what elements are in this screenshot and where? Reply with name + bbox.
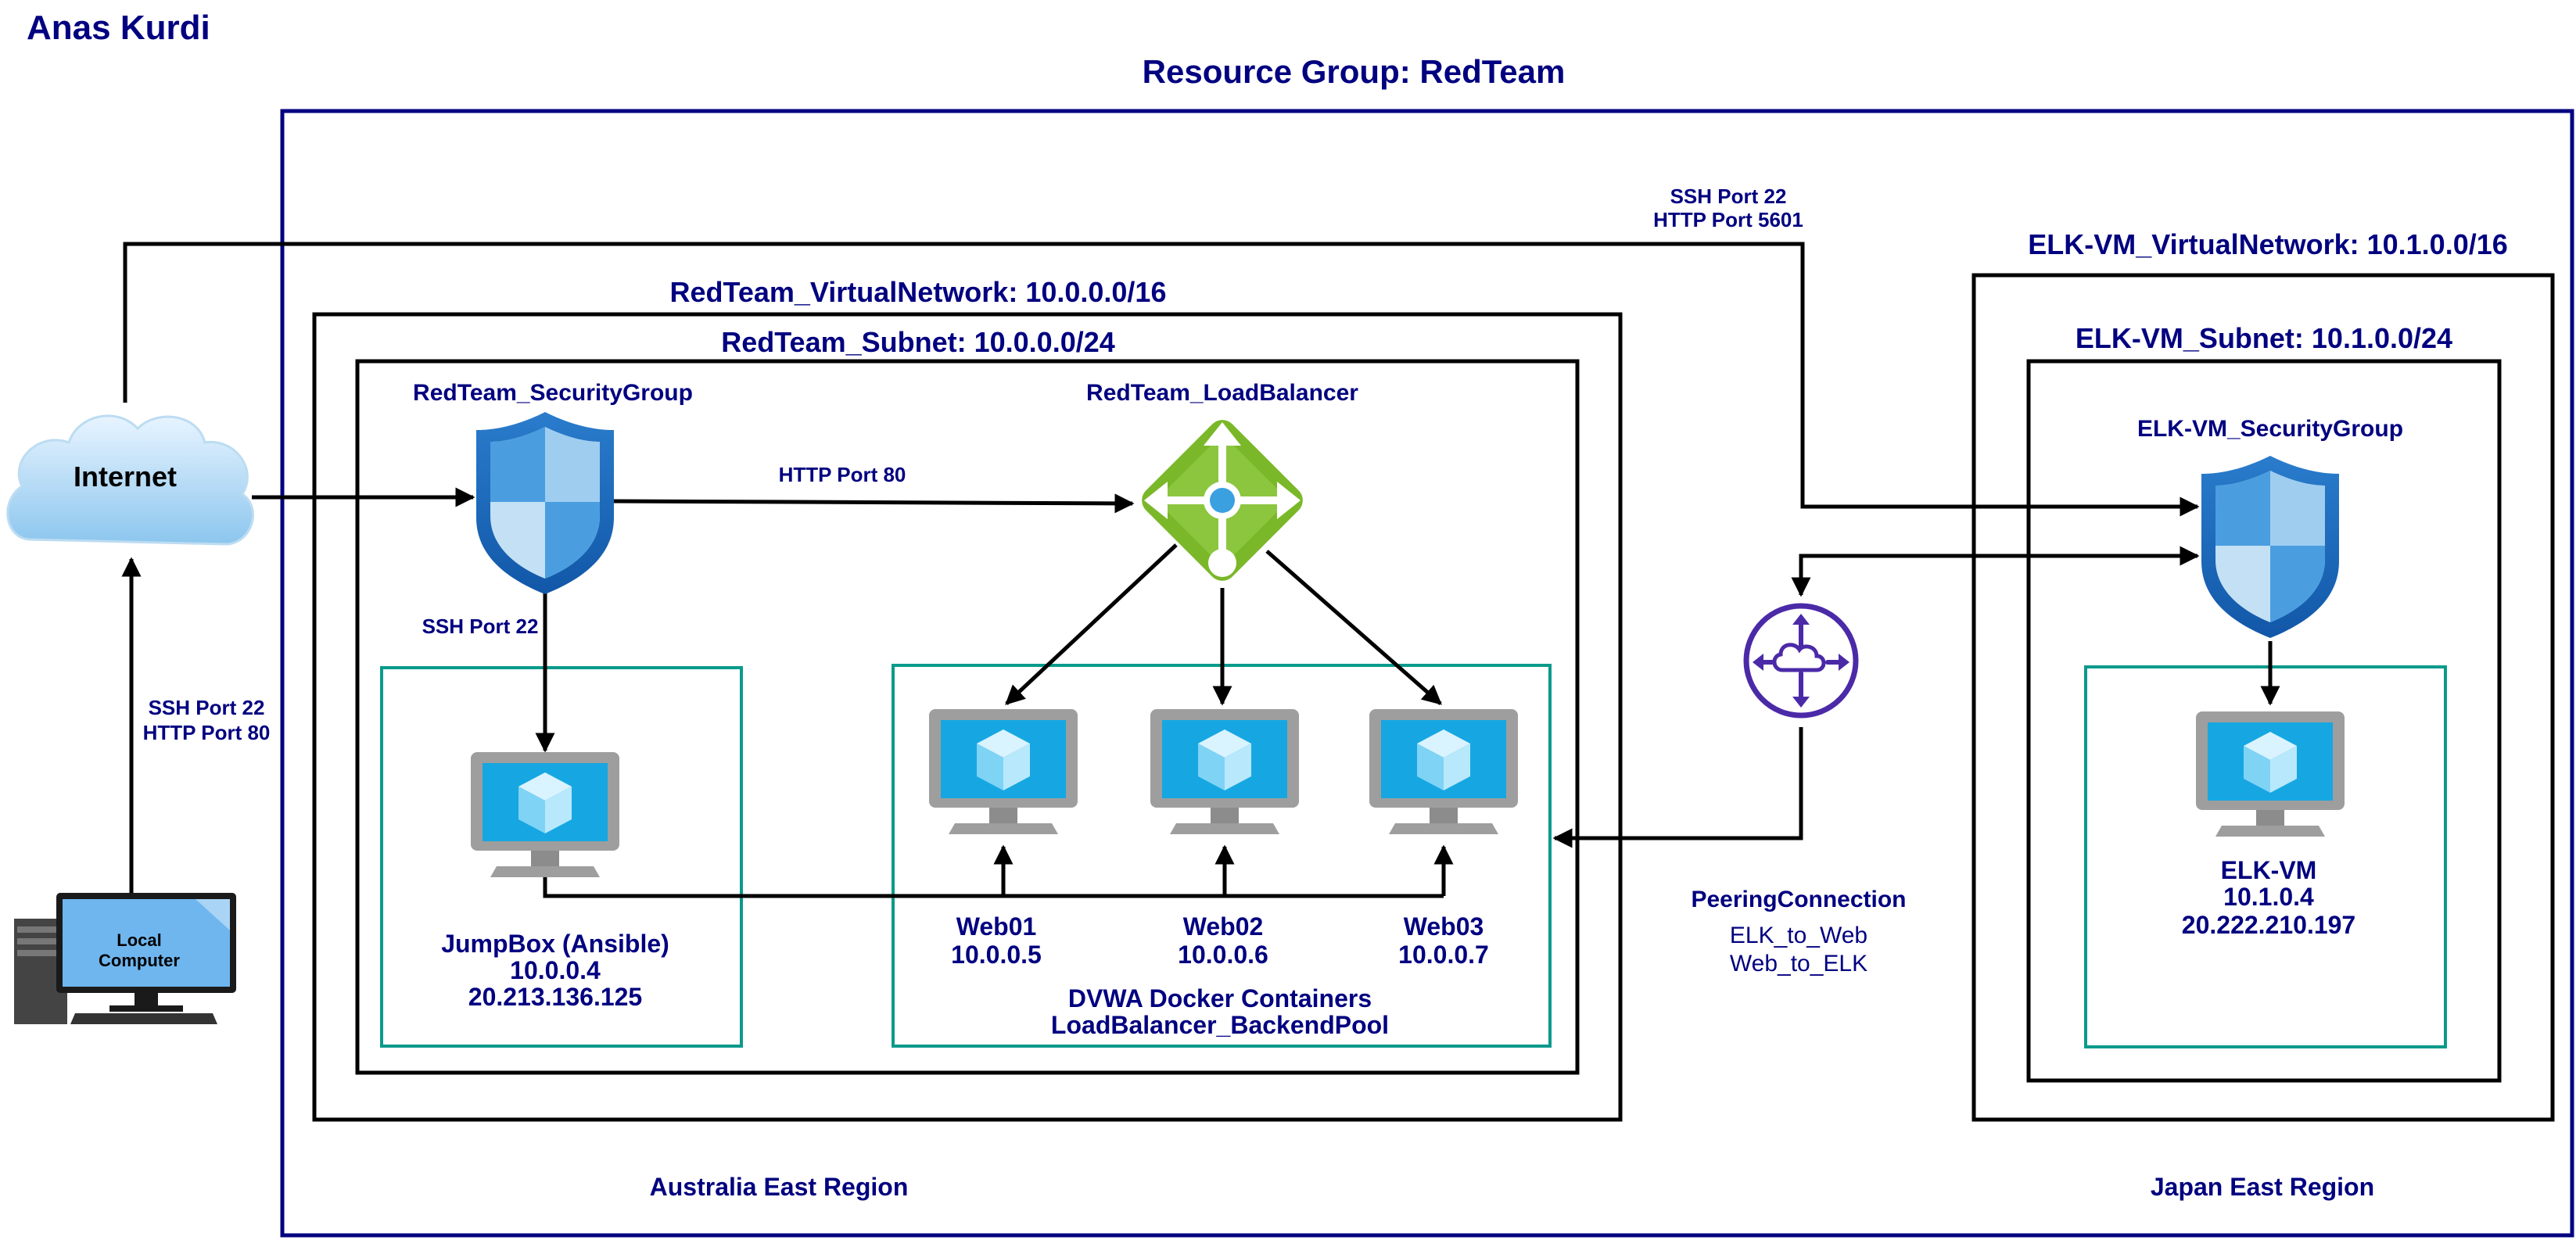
port-label-ssh-elk: SSH Port 22 [1670, 185, 1787, 208]
web02-vm-icon [1150, 709, 1299, 834]
port-label-http-lb: HTTP Port 80 [779, 463, 906, 486]
load-balancer-label: RedTeam_LoadBalancer [1086, 380, 1358, 406]
backend-pool-label-2: LoadBalancer_BackendPool [1051, 1011, 1389, 1039]
load-balancer-icon [1142, 420, 1303, 581]
internet-label: Internet [74, 461, 177, 493]
connector-internet-to-elk-sg [123, 242, 2200, 517]
elk-subnet-boundary [2026, 359, 2502, 1083]
elk-subnet-label: ELK-VM_Subnet: 10.1.0.0/24 [2076, 322, 2452, 354]
web01-vm-icon [929, 709, 1078, 834]
jumpbox-public-ip: 20.213.136.125 [468, 983, 642, 1011]
elk-vnet-label: ELK-VM_VirtualNetwork: 10.1.0.0/16 [2028, 228, 2508, 260]
connector-sg-to-lb [613, 493, 1135, 514]
redteam-subnet-boundary [355, 359, 1580, 1075]
jumpbox-vm-icon [471, 752, 619, 877]
redteam-security-group-label: RedTeam_SecurityGroup [413, 380, 693, 406]
port-label-http-local: HTTP Port 80 [143, 721, 271, 744]
web01-name: Web01 [956, 912, 1037, 941]
web03-name: Web03 [1404, 912, 1484, 941]
region-left-label: Australia East Region [650, 1173, 909, 1201]
jumpbox-container [380, 666, 743, 1048]
connector-peering-to-redteam [1552, 727, 1803, 848]
elk-security-group-label: ELK-VM_SecurityGroup [2137, 416, 2403, 442]
port-label-http-elk: HTTP Port 5601 [1653, 208, 1803, 231]
peering-router-icon [1743, 603, 1859, 719]
peering-line-1: ELK_to_Web [1730, 923, 1867, 948]
region-right-label: Japan East Region [2151, 1173, 2374, 1201]
backend-pool-label-1: DVWA Docker Containers [1068, 984, 1372, 1012]
jumpbox-private-ip: 10.0.0.4 [510, 956, 601, 984]
redteam-vnet-label: RedTeam_VirtualNetwork: 10.0.0.0/16 [670, 276, 1167, 308]
elk-vm-icon [2196, 711, 2345, 837]
connector-jumpbox-to-webs [543, 858, 1444, 898]
peering-line-2: Web_to_ELK [1730, 951, 1867, 977]
cloud-icon [6, 414, 254, 546]
jumpbox-name: JumpBox (Ansible) [441, 930, 669, 958]
local-computer-label-1: Local [117, 930, 161, 950]
redteam-subnet-label: RedTeam_Subnet: 10.0.0.0/24 [721, 326, 1115, 358]
resource-group-boundary [280, 109, 2574, 1238]
desktop-computer-icon [14, 893, 236, 1024]
elk-security-group-shield-icon [2201, 456, 2339, 638]
port-label-ssh-jumpbox: SSH Port 22 [422, 615, 539, 638]
port-label-ssh-local: SSH Port 22 [149, 696, 265, 719]
resource-group-title: Resource Group: RedTeam [1143, 53, 1566, 90]
peering-title: PeeringConnection [1691, 887, 1906, 912]
web03-vm-icon [1369, 709, 1518, 834]
connector-peering-to-elk [1791, 546, 2200, 597]
author-name: Anas Kurdi [27, 9, 210, 47]
web02-ip: 10.0.0.6 [1178, 941, 1268, 969]
web02-name: Web02 [1183, 912, 1264, 941]
elk-vm-container [2084, 665, 2447, 1048]
web03-ip: 10.0.0.7 [1398, 941, 1489, 969]
redteam-security-group-shield-icon [476, 412, 614, 594]
elk-vm-name: ELK-VM [2221, 856, 2317, 884]
local-computer-label-2: Computer [99, 951, 180, 970]
elk-vm-private-ip: 10.1.0.4 [2223, 883, 2314, 911]
elk-vm-public-ip: 20.222.210.197 [2182, 911, 2355, 939]
connector-lb-to-web03 [1265, 550, 1442, 705]
redteam-vnet-boundary [312, 312, 1623, 1122]
web01-ip: 10.0.0.5 [951, 941, 1042, 969]
connector-lb-to-web01 [1005, 543, 1178, 705]
elk-vnet-boundary [1971, 273, 2555, 1122]
